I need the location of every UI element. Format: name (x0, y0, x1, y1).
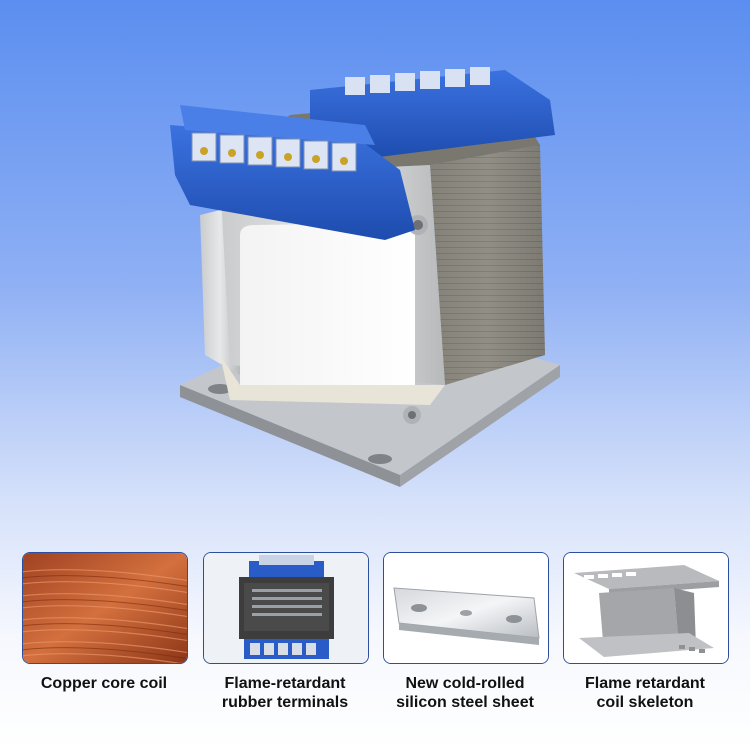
rubber-terminals-icon (204, 553, 368, 663)
coil-skeleton-icon (564, 553, 728, 663)
caption-line-1: Flame-retardant (224, 675, 346, 692)
transformer-image (160, 55, 580, 495)
feature-caption-steel-sheet: New cold-rolled silicon steel sheet (365, 674, 565, 712)
caption-line-2: rubber terminals (221, 694, 349, 711)
steel-sheet-icon (384, 553, 548, 663)
feature-caption-rubber-terminals: Flame-retardant rubber terminals (185, 674, 385, 712)
caption-line-1: Flame retardant (584, 675, 706, 692)
copper-coil-icon (23, 553, 187, 663)
feature-thumb-steel-sheet (383, 552, 549, 664)
caption-line-2: silicon steel sheet (396, 694, 534, 711)
feature-thumb-copper-coil (22, 552, 188, 664)
feature-thumb-rubber-terminals (203, 552, 369, 664)
caption-line-1: New cold-rolled (405, 675, 525, 692)
caption-line-2: coil skeleton (596, 694, 694, 711)
feature-caption-copper-coil: Copper core coil (4, 674, 204, 693)
caption-line-1: Copper core coil (40, 675, 168, 692)
feature-thumb-coil-skeleton (563, 552, 729, 664)
feature-caption-coil-skeleton: Flame retardant coil skeleton (545, 674, 745, 712)
transformer-product-icon (170, 67, 560, 487)
